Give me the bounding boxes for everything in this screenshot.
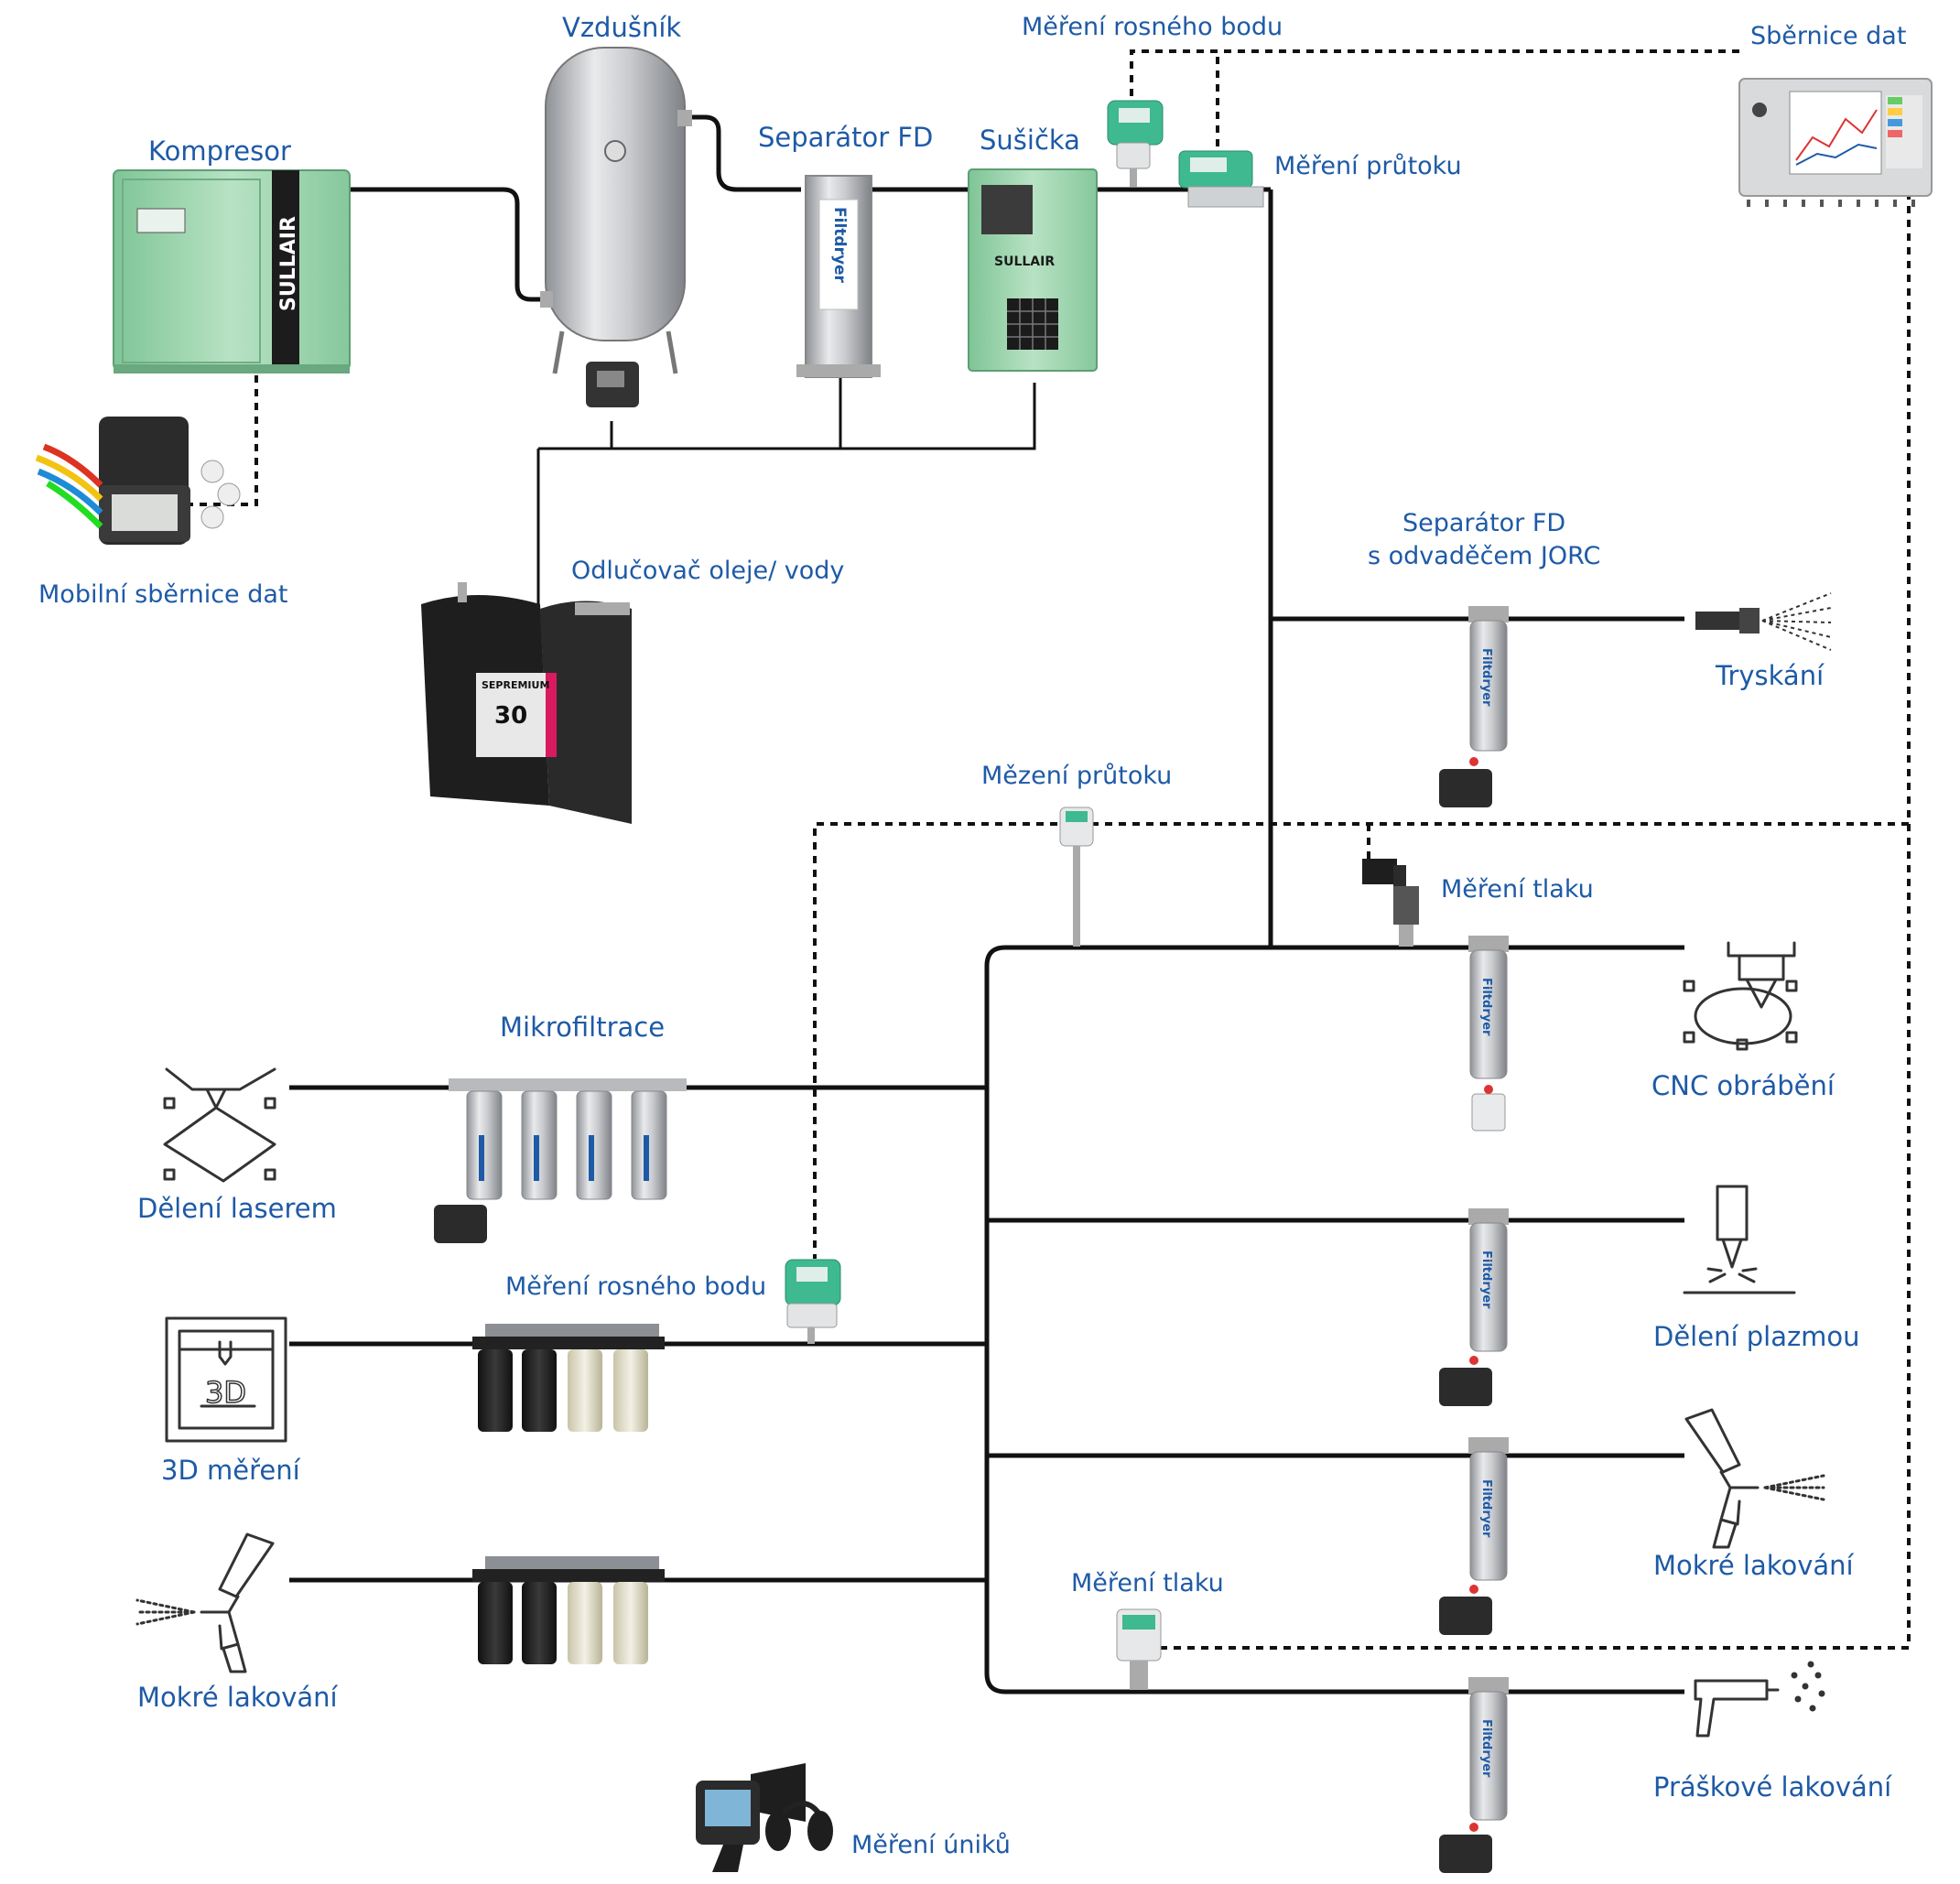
label-odlucovac: Odlučovač oleje/ vody <box>571 557 844 585</box>
label-mereni-uniku: Měření úniků <box>851 1831 1011 1859</box>
label-separator-fd: Separátor FD <box>758 122 933 153</box>
label-mereni-tlaku-top: Měření tlaku <box>1441 875 1594 904</box>
label-mezeni-prutoku: Mězení průtoku <box>981 762 1172 790</box>
label-deleni-laserem: Dělení laserem <box>137 1193 337 1224</box>
sepremium-size: 30 <box>494 702 527 730</box>
pressure-sensor-bottom[interactable] <box>1116 1608 1162 1690</box>
label-separator-jorc-1: Separátor FD <box>1402 509 1565 537</box>
microfiltration-unit-steel <box>434 1078 687 1243</box>
plasma-cutting-icon <box>1683 1185 1796 1294</box>
filter-brand: Filtdryer <box>1479 1479 1493 1538</box>
compressor-brand: SULLAIR <box>277 216 300 311</box>
label-sbernice-dat: Sběrnice dat <box>1750 22 1906 50</box>
spray-gun-icon-left <box>135 1532 275 1673</box>
microfiltration-unit-black-2 <box>472 1556 665 1664</box>
label-separator-jorc-2: s odvaděčem JORC <box>1368 542 1600 570</box>
filter-cnc: Filtdryer <box>1468 936 1509 1131</box>
dew-point-sensor-top[interactable] <box>1107 100 1164 187</box>
separator-brand: Filtdryer <box>830 207 849 284</box>
label-susicka: Sušička <box>980 125 1080 156</box>
label-tryskani: Tryskání <box>1715 660 1825 691</box>
spray-gun-icon-right <box>1684 1408 1825 1549</box>
dryer-brand: SULLAIR <box>994 254 1055 269</box>
label-cnc: CNC obrábění <box>1651 1070 1835 1101</box>
air-receiver <box>540 47 692 407</box>
cnc-icon <box>1683 941 1798 1051</box>
powder-gun-icon <box>1694 1661 1825 1738</box>
filter-brand: Filtdryer <box>1479 648 1493 707</box>
dew-point-sensor-mid[interactable] <box>785 1259 841 1344</box>
filter-wet-painting-right: Filtdryer <box>1439 1437 1509 1635</box>
filter-plasma: Filtdryer <box>1439 1208 1509 1406</box>
label-mokre-lakovani-right: Mokré lakování <box>1653 1550 1855 1581</box>
signal-lines <box>183 49 1911 1650</box>
leak-detector <box>696 1763 833 1872</box>
label-mikrofiltrace: Mikrofiltrace <box>500 1012 665 1043</box>
label-mereni-rosneho-bodu-top: Měření rosného bodu <box>1022 13 1283 41</box>
compressor: SULLAIR <box>113 169 351 374</box>
oil-water-separator: SEPREMIUM 30 <box>421 582 632 824</box>
filter-brand: Filtdryer <box>1479 978 1493 1036</box>
mobile-data-logger <box>35 417 241 545</box>
blasting-nozzle-icon <box>1695 592 1832 651</box>
data-bus-logger[interactable] <box>1738 78 1933 207</box>
label-mereni-3d: 3D měření <box>161 1455 301 1486</box>
label-vzdusnik: Vzdušník <box>562 12 681 43</box>
3d-printer-icon: 3D <box>165 1316 287 1443</box>
label-mobilni-sbernice: Mobilní sběrnice dat <box>38 580 288 609</box>
label-mereni-prutoku-top: Měření průtoku <box>1274 152 1462 180</box>
filter-separator-jorc: Filtdryer <box>1439 606 1509 807</box>
printer-3d-text: 3D <box>205 1375 246 1410</box>
label-mereni-rosneho-bodu-mid: Měření rosného bodu <box>505 1272 766 1301</box>
label-mereni-tlaku-bottom: Měření tlaku <box>1071 1569 1224 1597</box>
refrigerated-dryer: SULLAIR <box>968 168 1098 372</box>
sepremium-name: SEPREMIUM <box>482 679 549 691</box>
label-deleni-plazmou: Dělení plazmou <box>1653 1321 1860 1352</box>
flow-meter-middle[interactable] <box>1059 807 1094 947</box>
flow-meter-top[interactable] <box>1178 150 1264 208</box>
label-mokre-lakovani-left: Mokré lakování <box>137 1682 339 1713</box>
filter-brand: Filtdryer <box>1479 1251 1493 1309</box>
pressure-sensor-top[interactable] <box>1362 859 1419 947</box>
label-praskove-lakovani: Práškové lakování <box>1653 1771 1892 1803</box>
filter-brand: Filtdryer <box>1479 1719 1493 1778</box>
laser-cutting-icon <box>163 1067 276 1183</box>
separator-fd-top: Filtdryer <box>796 175 881 378</box>
label-kompresor: Kompresor <box>148 135 291 167</box>
filter-powder: Filtdryer <box>1439 1677 1509 1873</box>
microfiltration-unit-black-1 <box>472 1324 665 1432</box>
